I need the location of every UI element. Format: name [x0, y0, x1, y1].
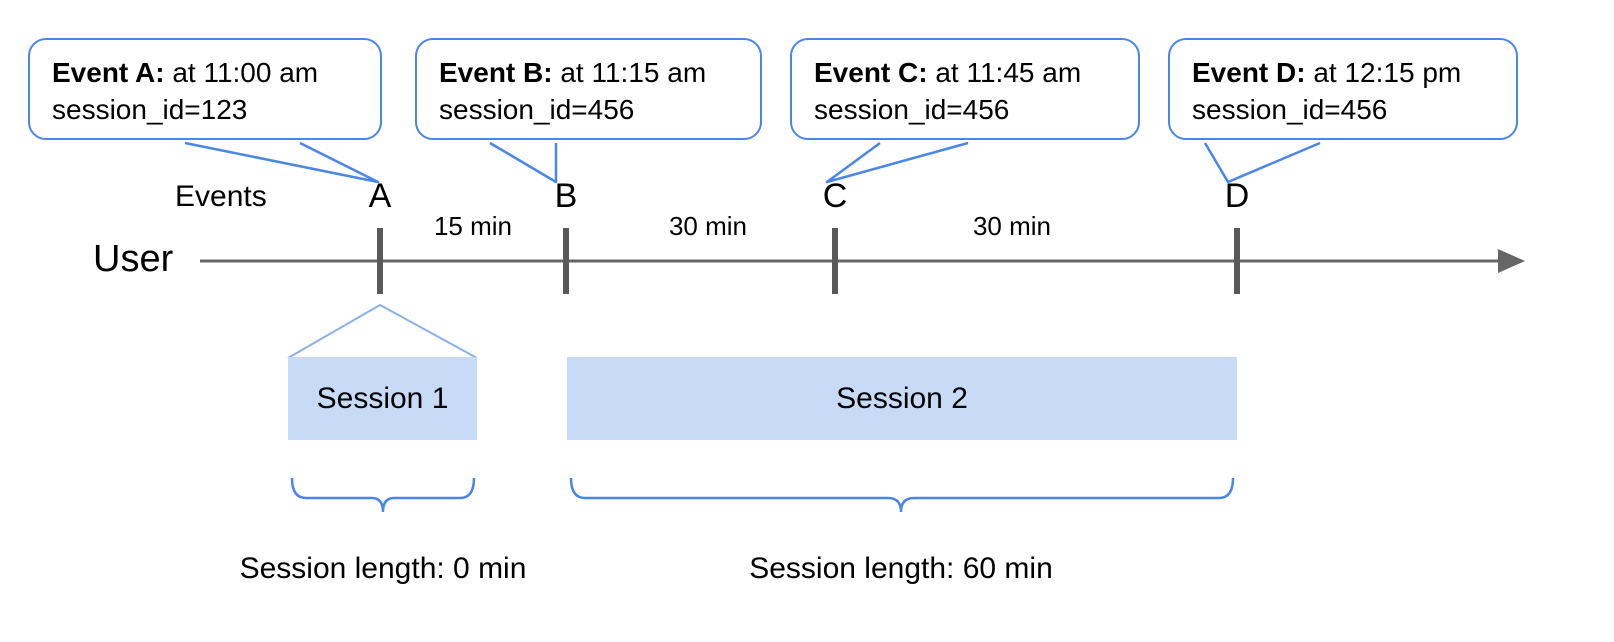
callout-event-a[interactable]: Event A: at 11:00 am session_id=123 [28, 38, 382, 141]
gap-label-b-c: 30 min [668, 211, 748, 241]
session-box-1[interactable]: Session 1 [288, 357, 477, 440]
session1-brace [290, 477, 476, 513]
callout-d-rest: at 12:15 pm [1305, 57, 1462, 88]
session1-funnel [287, 303, 478, 359]
callout-event-d[interactable]: Event D: at 12:15 pm session_id=456 [1168, 38, 1518, 141]
callout-a-rest: at 11:00 am [164, 57, 319, 88]
callout-b-rest: at 11:15 am [552, 57, 707, 88]
session-2-label: Session 2 [836, 381, 968, 415]
callout-event-c[interactable]: Event C: at 11:45 am session_id=456 [790, 38, 1140, 141]
callout-c-lead: Event C: [814, 57, 928, 88]
session-1-length-caption: Session length: 0 min [239, 552, 527, 585]
callout-a-lead: Event A: [52, 57, 165, 88]
callout-d-lead: Event D: [1192, 57, 1306, 88]
callout-tail-a [184, 141, 380, 184]
callout-event-b[interactable]: Event B: at 11:15 am session_id=456 [415, 38, 762, 141]
gap-label-a-b: 15 min [433, 211, 513, 241]
callout-c-session-id: session_id=456 [814, 94, 1010, 126]
event-letter-a: A [368, 177, 392, 215]
callout-b-session-id: session_id=456 [439, 94, 635, 126]
lane-label-events: Events [175, 180, 267, 213]
gap-label-c-d: 30 min [972, 211, 1052, 241]
session2-brace [569, 477, 1235, 513]
callout-tail-d [1203, 141, 1321, 184]
callout-d-session-id: session_id=456 [1192, 94, 1388, 126]
callout-c-rest: at 11:45 am [927, 57, 1082, 88]
callout-tail-b [489, 141, 558, 184]
session-2-length-caption: Session length: 60 min [749, 552, 1053, 585]
session-box-2[interactable]: Session 2 [567, 357, 1237, 440]
event-letter-d: D [1224, 177, 1250, 215]
lane-label-user: User [93, 238, 174, 280]
event-letter-c: C [822, 177, 848, 215]
session-1-label: Session 1 [316, 381, 449, 415]
callout-b-lead: Event B: [439, 57, 553, 88]
callout-a-session-id: session_id=123 [52, 94, 248, 126]
event-letter-b: B [554, 177, 578, 215]
callout-tail-c [825, 141, 969, 184]
